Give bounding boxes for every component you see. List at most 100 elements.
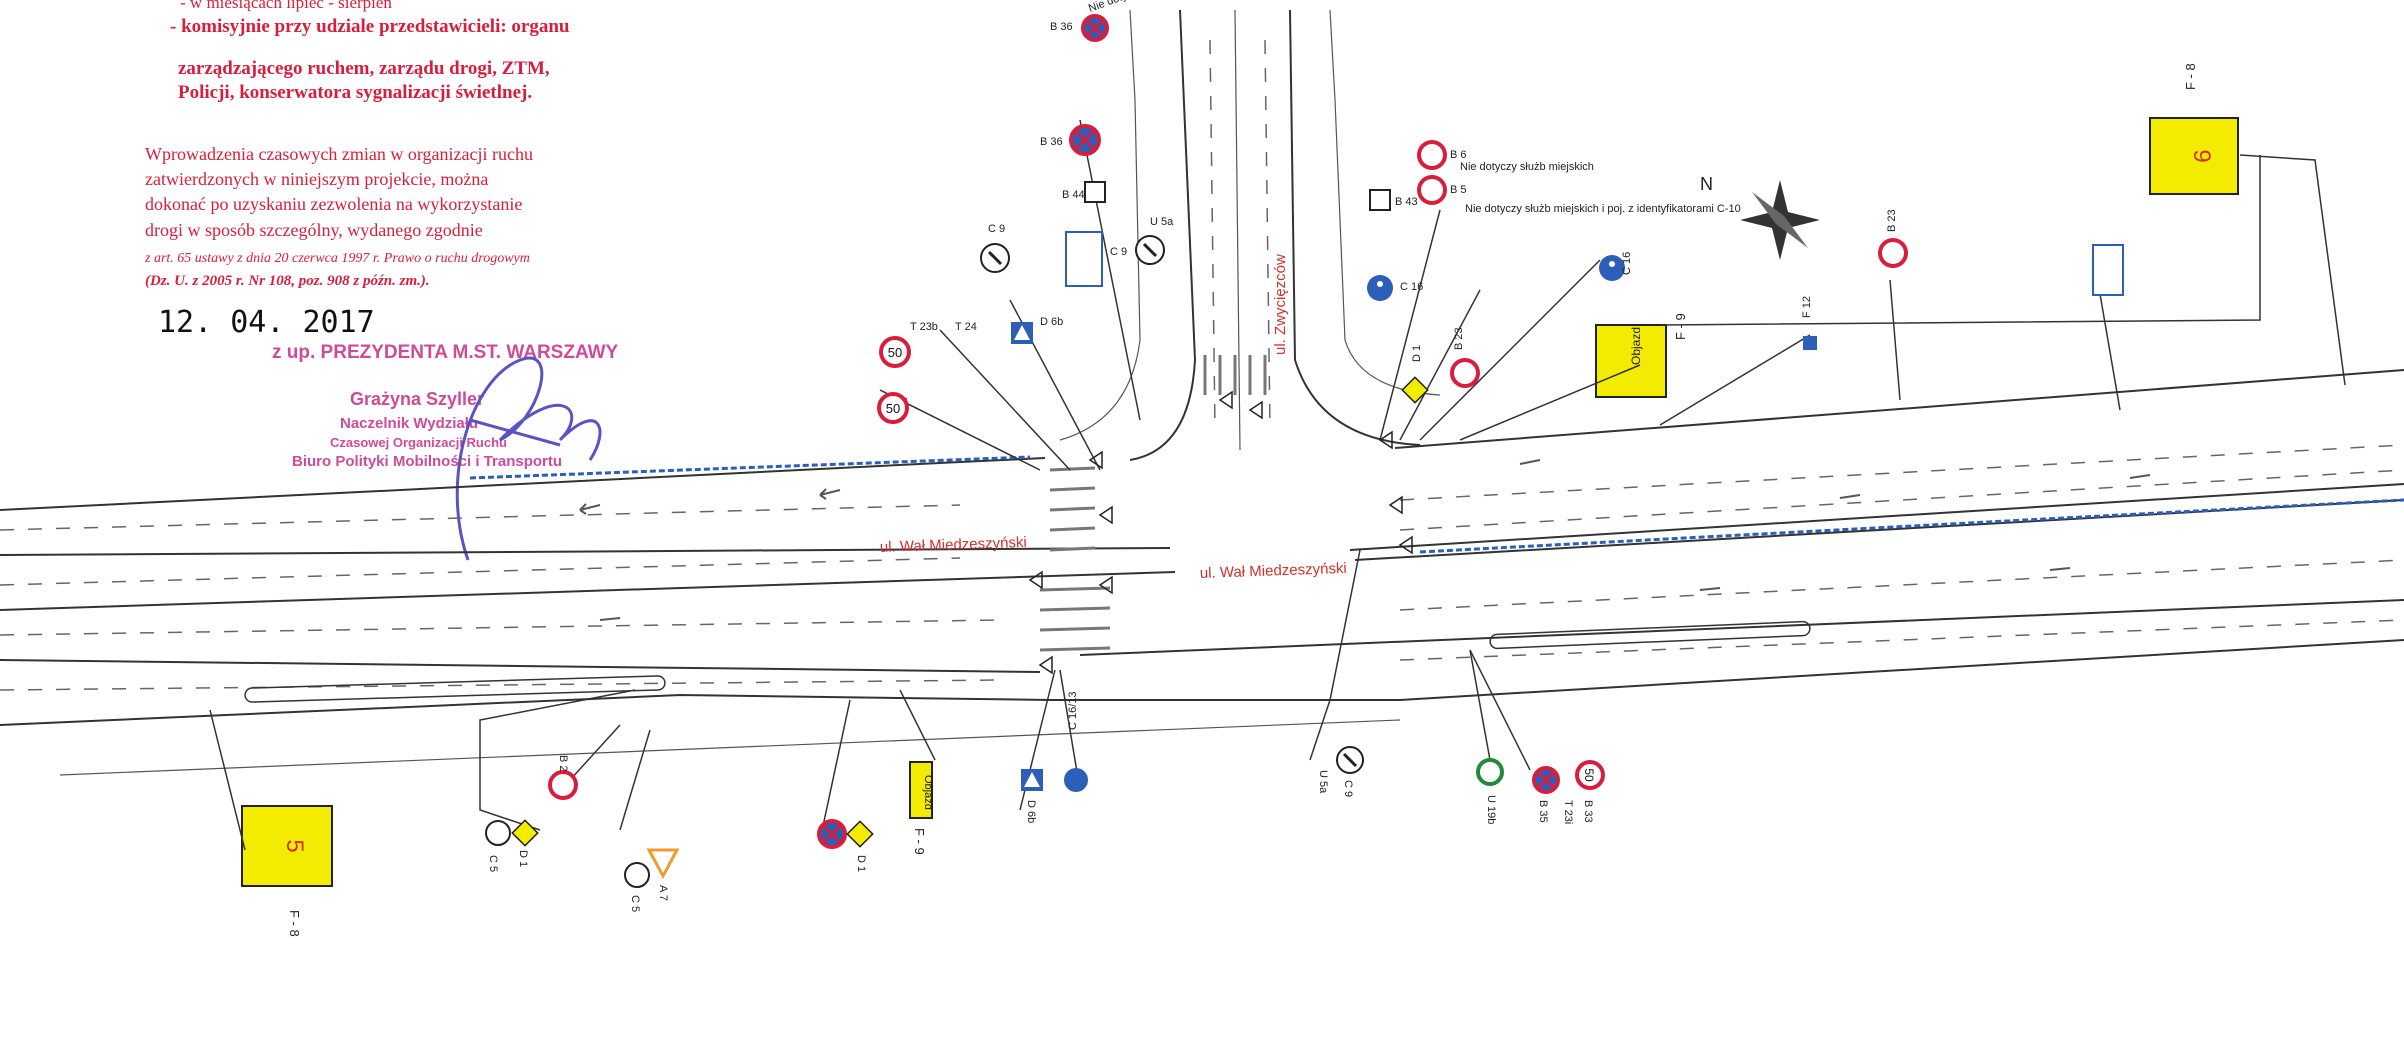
cross-street-center — [1234, 9, 1241, 451]
cross-street-lane — [1209, 39, 1216, 431]
official-title-1: Naczelnik Wydziału — [340, 415, 478, 432]
sign-code-d1-south: D 1 — [855, 855, 867, 872]
d1-priority-road-icon — [1401, 376, 1429, 404]
sign-code-d6b-south: D 6b — [1025, 800, 1037, 823]
speed-limit-value-2: 50 — [886, 401, 900, 416]
median-north-right — [1354, 499, 2404, 561]
permit-line-2: zatwierdzonych w niniejszym projekcie, m… — [145, 169, 488, 189]
b23-no-u-turn-2-icon — [1878, 238, 1908, 268]
b6-no-motor-vehicles-icon — [1417, 140, 1447, 170]
speed-limit-value: 50 — [888, 345, 902, 360]
carriageway-south-right — [1079, 599, 2404, 656]
b33-speed-limit-icon: 50 — [879, 336, 911, 368]
sign-code-c5-left: C 5 — [487, 855, 499, 872]
c9-keep-right-icon — [1135, 235, 1165, 265]
sign-code-b36-top: B 36 — [1050, 21, 1073, 33]
cross-street-lane-2 — [1264, 39, 1271, 431]
sign-code-t23b: T 23b — [910, 321, 938, 333]
f12-icon — [1803, 336, 1817, 350]
temporary-line-right — [1419, 498, 2404, 554]
island-left — [244, 675, 666, 703]
sign-code-c5-2: C 5 — [629, 895, 641, 912]
board-5: 5 F - 8 — [241, 805, 333, 937]
sign-note-1: Nie dotyczy służb miejskich — [1460, 161, 1594, 173]
signature — [455, 356, 602, 561]
board-5-number: 5 — [281, 839, 308, 852]
board-5-code: F - 8 — [287, 910, 302, 937]
approval-date: 12. 04. 2017 — [158, 305, 375, 340]
sign-code-c16-2: C 16 — [1621, 252, 1633, 275]
sign-code-b2: B 2 — [557, 755, 569, 772]
sign-code-b23-2: B 23 — [1886, 209, 1898, 232]
street-label-cross: ul. Zwycięzców — [1272, 254, 1289, 355]
lane-dash-3 — [0, 557, 961, 586]
official-name: Grażyna Szyller — [350, 389, 484, 409]
board-9-number: 9 — [2188, 149, 2215, 162]
sign-code-t23i: T 23i — [1562, 800, 1574, 824]
objazd-north-code: F - 9 — [1673, 313, 1688, 340]
cross-street-edge-e — [1289, 9, 1421, 446]
board-objazd-north: Objazd F - 9 — [1595, 313, 1688, 398]
sign-code-c16-13: C 16/13 — [1067, 691, 1079, 730]
road-edge-north-right — [1394, 369, 2404, 449]
b36-no-stopping-south-icon — [817, 819, 847, 849]
d6b-pedestrian-crossing-icon — [1011, 322, 1033, 344]
road-geometry — [0, 9, 2404, 776]
d1-priority-road-3-icon — [846, 820, 874, 848]
sign-code-d1-north: D 1 — [1411, 345, 1423, 362]
sign-code-b43: B 43 — [1395, 196, 1418, 208]
carriageway-south — [0, 659, 1041, 673]
crosswalk-north — [1203, 355, 1267, 395]
lane-dash-7 — [0, 679, 1001, 691]
speed-limit-value-3: 50 — [1582, 768, 1596, 782]
b5-no-trucks-icon — [1417, 175, 1447, 205]
sign-code-c9-2: C 9 — [988, 223, 1005, 235]
sign-code-c9-south: C 9 — [1342, 780, 1354, 797]
crosswalk-west — [1039, 466, 1111, 652]
sign-code-u5a-south: U 5a — [1317, 770, 1329, 794]
b23-no-u-turn-icon — [1450, 358, 1480, 388]
board-9: 9 F - 8 — [2149, 63, 2239, 195]
sign-code-d6b-north: D 6b — [1040, 316, 1063, 328]
b36-no-stopping-icon — [1081, 14, 1109, 42]
lane-dash-1 — [0, 504, 961, 531]
lane-dash-4 — [1399, 469, 2404, 531]
sign-code-b5: B 5 — [1450, 184, 1467, 196]
sign-code-b35: B 35 — [1537, 800, 1549, 823]
objazd-south-label: Objazd — [922, 775, 934, 810]
official-title-3: Biuro Polityki Mobilności i Transportu — [292, 453, 562, 470]
sign-code-b6: B 6 — [1450, 149, 1467, 161]
authority-line: z up. PREZYDENTA M.ST. WARSZAWY — [272, 342, 619, 363]
c9-keep-right-2-icon — [980, 243, 1010, 273]
sign-code-a7: A 7 — [657, 885, 669, 901]
d1-priority-road-2-icon — [511, 819, 539, 847]
b33-speed-limit-south-icon: 50 — [1575, 760, 1605, 790]
c16-footpath-2-icon — [1599, 255, 1625, 281]
lane-dash-5 — [0, 619, 1001, 636]
traffic-signals — [1028, 390, 1413, 675]
sign-code-u5a-north: U 5a — [1150, 216, 1174, 228]
lane-dash-2 — [1399, 444, 2404, 501]
b44-icon — [1084, 181, 1106, 203]
cross-street-edge-w — [1129, 9, 1197, 461]
lane-dash-6 — [1399, 559, 2404, 611]
b43-zone-icon — [1369, 189, 1391, 211]
sign-note-2: Nie dotyczy służb miejskich i poj. z ide… — [1465, 203, 1741, 215]
road-edge-south — [0, 639, 2404, 726]
b35-no-parking-icon — [1532, 766, 1560, 794]
sign-code-u19b: U 19b — [1485, 795, 1497, 824]
b2-no-entry-icon — [548, 770, 578, 800]
c9-keep-right-south-icon — [1336, 746, 1364, 774]
sign-note-3: Nie dotyczy — [1087, 0, 1145, 15]
lane-dash-8 — [1399, 619, 2404, 661]
b36-no-stopping-2-icon — [1069, 124, 1101, 156]
permit-line-6: (Dz. U. z 2005 r. Nr 108, poz. 908 z póź… — [145, 273, 430, 289]
temporary-line-left — [469, 455, 1031, 480]
sign-code-b23-north: B 23 — [1453, 327, 1465, 350]
street-label-main-right: ul. Wał Miedzeszyński — [1200, 560, 1347, 582]
sidewalk-w — [1059, 9, 1141, 441]
c16-footpath-icon — [1367, 275, 1393, 301]
curb-south — [59, 719, 1401, 776]
sign-leader-lines — [209, 119, 2346, 851]
